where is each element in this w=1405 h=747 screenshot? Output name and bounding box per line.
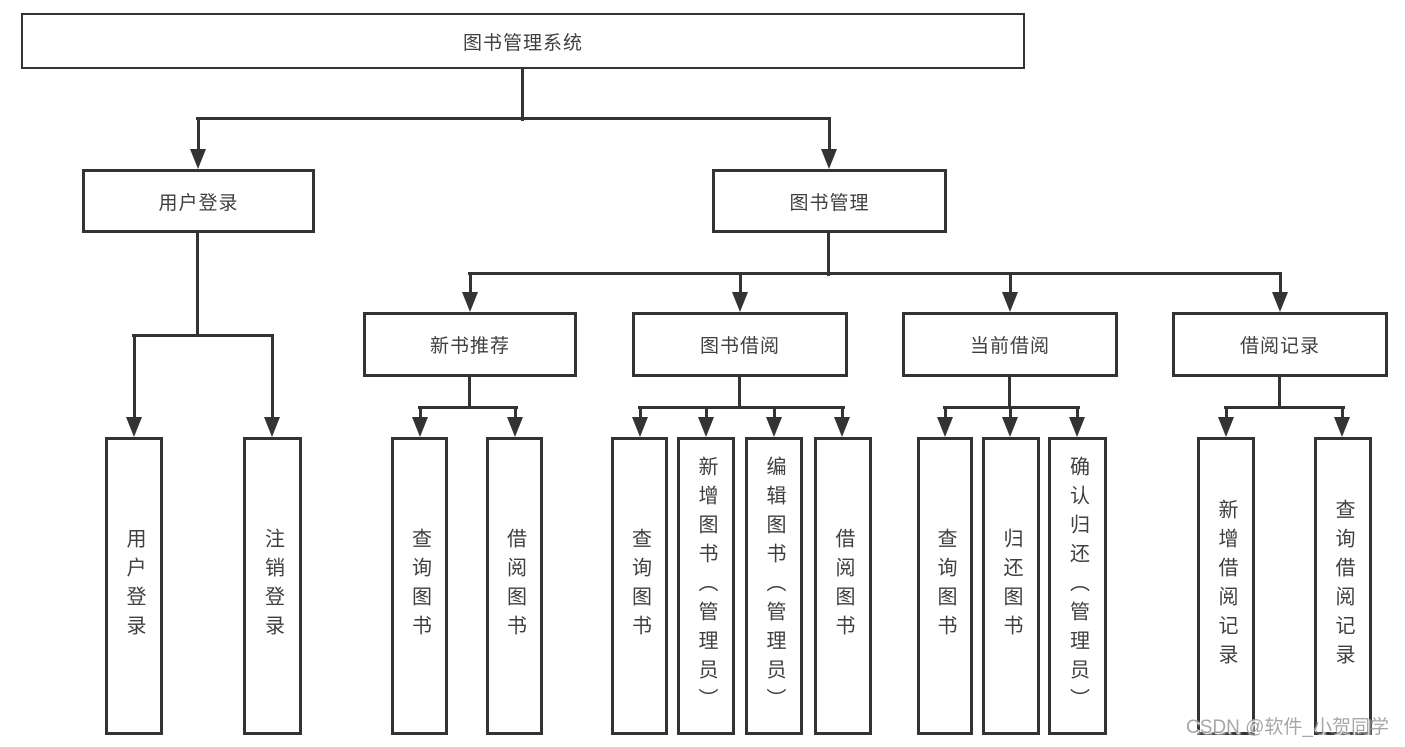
arrow-down-icon <box>698 406 714 437</box>
arrow-down-icon <box>821 117 837 169</box>
node-user-login-label: 用户登录 <box>158 192 239 214</box>
arrow-down-icon <box>264 334 280 437</box>
leaf-add-borrow-record-label: 新增借阅记录 <box>1215 499 1237 673</box>
node-user-login: 用户登录 <box>82 169 315 233</box>
leaf-borrow-books-recommend-label: 借阅图书 <box>503 528 526 644</box>
leaf-return-books: 归还图书 <box>982 437 1040 735</box>
leaf-add-books-admin: 新增图书（管理员） <box>677 437 735 735</box>
leaf-logout: 注销登录 <box>243 437 302 735</box>
connector-book-borrowing-rail <box>638 406 845 409</box>
arrow-down-icon <box>507 406 523 437</box>
leaf-query-books-current: 查询图书 <box>917 437 973 735</box>
arrow-down-icon <box>1002 406 1018 437</box>
arrow-down-icon <box>632 406 648 437</box>
connector-book-management-stem <box>827 233 830 276</box>
connector-user-login-stem <box>196 233 199 337</box>
leaf-borrow-books-borrowing-label: 借阅图书 <box>832 528 854 644</box>
arrow-down-icon <box>462 272 478 312</box>
leaf-query-books-borrowing-label: 查询图书 <box>628 528 651 644</box>
connector-borrowing-records-stem <box>1278 377 1281 409</box>
leaf-confirm-return-admin: 确认归还（管理员） <box>1048 437 1107 735</box>
arrow-down-icon <box>1272 272 1288 312</box>
arrow-down-icon <box>190 117 206 169</box>
arrow-down-icon <box>1334 406 1350 437</box>
leaf-query-books-current-label: 查询图书 <box>934 528 956 644</box>
arrow-down-icon <box>766 406 782 437</box>
leaf-add-borrow-record: 新增借阅记录 <box>1197 437 1255 735</box>
connector-new-book-stem <box>468 377 471 409</box>
connector-root-stem <box>521 69 524 121</box>
leaf-query-borrow-record: 查询借阅记录 <box>1314 437 1372 735</box>
arrow-down-icon <box>1069 406 1085 437</box>
connector-current-borrowing-stem <box>1008 377 1011 409</box>
connector-user-login-rail <box>132 334 274 337</box>
leaf-query-borrow-record-label: 查询借阅记录 <box>1332 499 1354 673</box>
node-book-borrowing-label: 图书借阅 <box>699 336 780 357</box>
leaf-query-books-borrowing: 查询图书 <box>611 437 668 735</box>
connector-current-borrowing-rail <box>943 406 1080 409</box>
node-new-book-recommendation: 新书推荐 <box>363 312 577 377</box>
leaf-edit-books-admin-label: 编辑图书（管理员） <box>763 455 785 717</box>
node-current-borrowing: 当前借阅 <box>902 312 1118 377</box>
leaf-query-books-recommend-label: 查询图书 <box>408 528 431 644</box>
leaf-return-books-label: 归还图书 <box>1000 528 1022 644</box>
arrow-down-icon <box>834 406 850 437</box>
arrow-down-icon <box>126 334 142 437</box>
leaf-user-login: 用户登录 <box>105 437 163 735</box>
connector-book-borrowing-stem <box>738 377 741 409</box>
connector-level2-rail <box>468 272 1281 275</box>
node-new-book-recommendation-label: 新书推荐 <box>429 336 510 357</box>
node-library-system-label: 图书管理系统 <box>462 32 583 54</box>
node-borrowing-records: 借阅记录 <box>1172 312 1388 377</box>
leaf-edit-books-admin: 编辑图书（管理员） <box>745 437 803 735</box>
node-book-management-label: 图书管理 <box>789 192 870 214</box>
leaf-logout-label: 注销登录 <box>261 528 284 644</box>
leaf-confirm-return-admin-label: 确认归还（管理员） <box>1066 455 1089 717</box>
leaf-borrow-books-borrowing: 借阅图书 <box>814 437 872 735</box>
leaf-add-books-admin-label: 新增图书（管理员） <box>695 455 717 717</box>
leaf-borrow-books-recommend: 借阅图书 <box>486 437 543 735</box>
arrow-down-icon <box>732 272 748 312</box>
leaf-query-books-recommend: 查询图书 <box>391 437 448 735</box>
node-book-management: 图书管理 <box>712 169 947 233</box>
arrow-down-icon <box>412 406 428 437</box>
arrow-down-icon <box>937 406 953 437</box>
csdn-watermark: CSDN @软件_小贺同学 <box>1186 717 1389 738</box>
arrow-down-icon <box>1002 272 1018 312</box>
connector-level1-rail <box>196 117 830 120</box>
node-current-borrowing-label: 当前借阅 <box>969 336 1050 357</box>
node-library-system: 图书管理系统 <box>21 13 1025 69</box>
connector-borrowing-records-rail <box>1224 406 1345 409</box>
leaf-user-login-label: 用户登录 <box>123 528 145 644</box>
node-borrowing-records-label: 借阅记录 <box>1239 336 1320 357</box>
connector-new-book-rail <box>418 406 518 409</box>
node-book-borrowing: 图书借阅 <box>632 312 848 377</box>
arrow-down-icon <box>1218 406 1234 437</box>
